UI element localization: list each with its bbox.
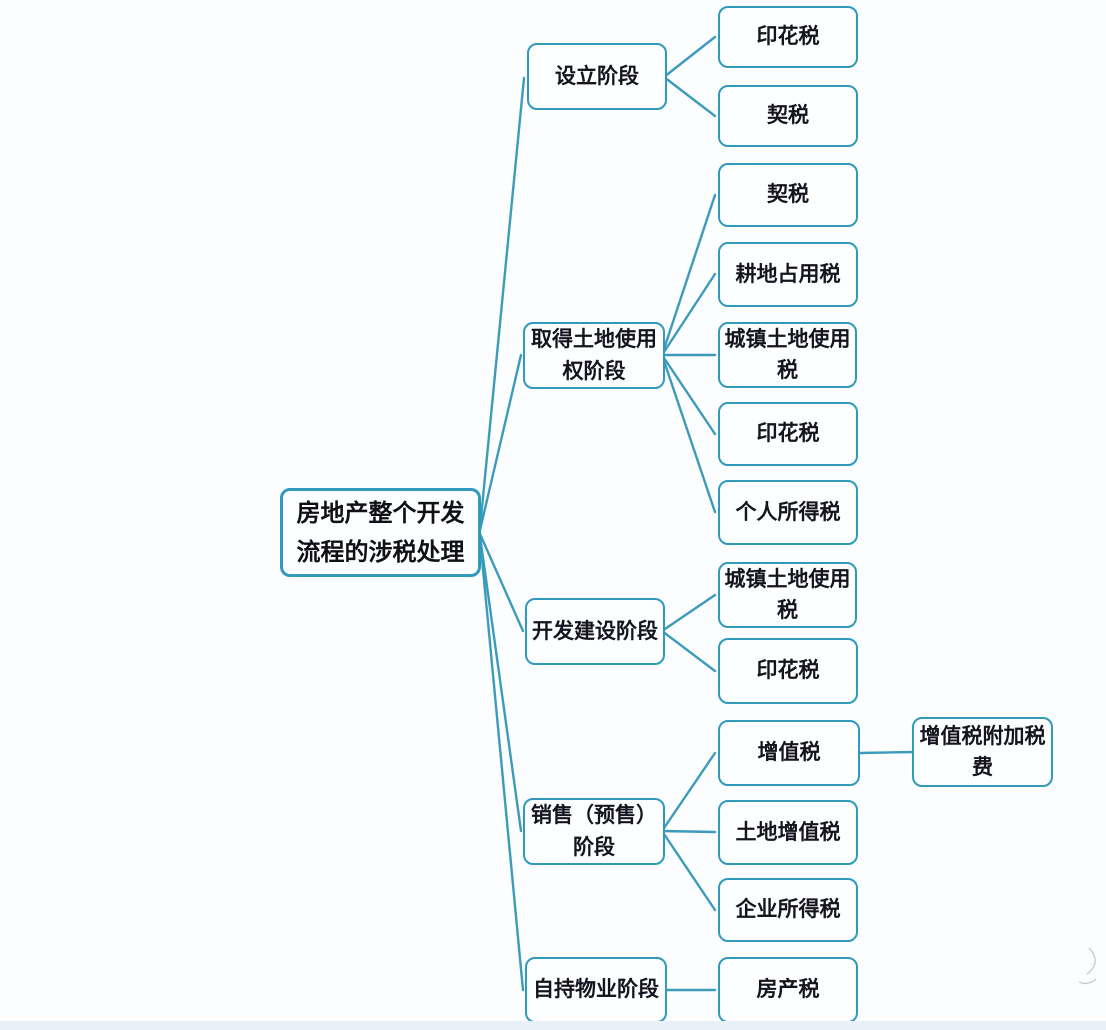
tax-node-vat: 增值税 bbox=[718, 720, 860, 786]
connector-establishment-deed bbox=[662, 75, 717, 118]
tax-node-property-tax: 房产税 bbox=[718, 957, 858, 1023]
connector-development-stamp bbox=[660, 629, 717, 673]
tax-node-individual-income-tax: 个人所得税 bbox=[718, 480, 858, 545]
stage-node-sales-presale: 销售（预售）阶段 bbox=[523, 798, 665, 865]
tax-node-urban-land-use-tax-land: 城镇土地使用税 bbox=[718, 322, 857, 388]
tax-node-vat-surcharge: 增值税附加税费 bbox=[912, 717, 1053, 787]
connector-land-deed bbox=[660, 193, 717, 357]
faint-squiggle-mark bbox=[1078, 947, 1097, 985]
connector-establishment-stamp bbox=[662, 35, 717, 79]
tax-node-corporate-income-tax: 企业所得税 bbox=[718, 878, 858, 942]
connector-vat-surcharge bbox=[858, 750, 916, 755]
stage-node-development-construction: 开发建设阶段 bbox=[525, 598, 665, 665]
connector-root-development bbox=[478, 532, 525, 633]
connector-sales-corporate-income bbox=[660, 829, 717, 912]
tax-node-land-appreciation-tax: 土地增值税 bbox=[718, 800, 858, 865]
connector-land-farmland bbox=[660, 272, 717, 357]
connector-land-stamp bbox=[660, 353, 717, 436]
connector-root-self-held bbox=[478, 536, 525, 992]
root-node: 房地产整个开发流程的涉税处理 bbox=[280, 488, 481, 577]
tax-node-stamp-tax-land: 印花税 bbox=[718, 402, 858, 466]
stage-node-land-acquisition: 取得土地使用权阶段 bbox=[523, 322, 665, 389]
stage-node-self-held-property: 自持物业阶段 bbox=[525, 957, 667, 1023]
connector-root-establishment bbox=[478, 76, 526, 530]
stage-node-establishment: 设立阶段 bbox=[527, 43, 667, 110]
connector-sales-vat bbox=[660, 751, 717, 833]
connector-root-sales bbox=[478, 534, 523, 833]
tax-node-stamp-tax-establishment: 印花税 bbox=[718, 6, 858, 68]
connector-development-urban-land-use bbox=[660, 593, 717, 633]
connector-root-land-acquisition bbox=[478, 353, 523, 532]
tax-node-urban-land-use-tax-development: 城镇土地使用税 bbox=[718, 562, 857, 628]
bottom-strip bbox=[0, 1021, 1106, 1030]
tax-node-deed-tax-land: 契税 bbox=[718, 163, 858, 227]
tax-node-stamp-tax-development: 印花税 bbox=[718, 638, 858, 704]
tax-node-deed-tax-establishment: 契税 bbox=[718, 85, 858, 147]
tax-node-farmland-occupation-tax: 耕地占用税 bbox=[718, 242, 858, 307]
connector-land-individual-income bbox=[660, 353, 717, 514]
connector-sales-land-appreciation bbox=[660, 829, 717, 834]
